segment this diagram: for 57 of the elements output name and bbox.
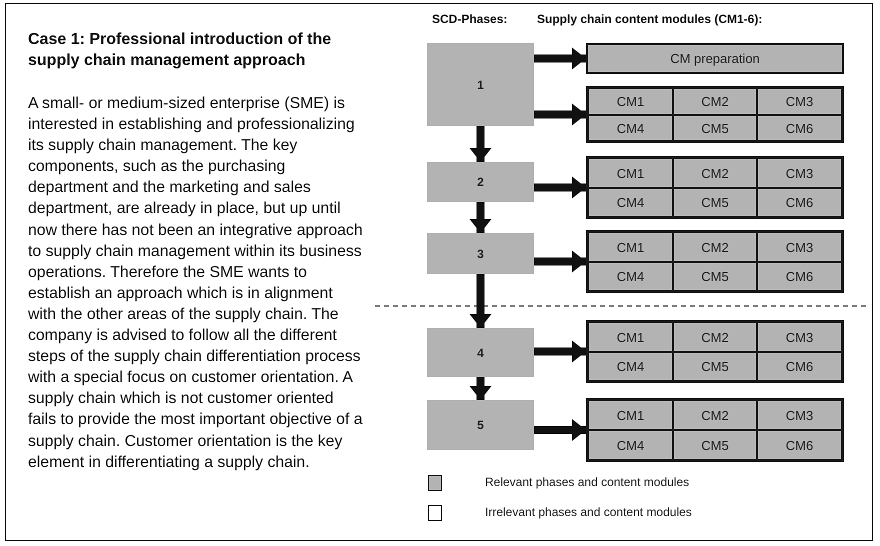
module-cell: CM5	[673, 262, 757, 291]
phase-box: 2	[427, 162, 534, 202]
module-cell: CM4	[588, 115, 673, 141]
phase-box: 3	[427, 233, 534, 274]
module-cell: CM4	[588, 430, 673, 460]
module-grid	[586, 156, 844, 219]
module-cell: CM3	[757, 400, 842, 430]
legend-text: Relevant phases and content modules	[485, 475, 690, 489]
block-arrow	[470, 274, 492, 328]
phase-box: 5	[427, 400, 534, 450]
block-arrow	[470, 126, 492, 162]
module-cell: CM3	[757, 322, 842, 352]
block-arrow	[534, 104, 586, 126]
module-cell: CM1	[588, 232, 673, 262]
module-cell: CM6	[757, 262, 842, 291]
module-box: CM preparation	[586, 43, 844, 74]
module-cell: CM4	[588, 262, 673, 291]
phase-box: 1	[427, 43, 534, 126]
module-cell: CM3	[757, 232, 842, 262]
module-cell: CM6	[757, 115, 842, 141]
module-cell: CM3	[757, 158, 842, 188]
module-cell: CM2	[673, 232, 757, 262]
module-cell: CM4	[588, 352, 673, 381]
block-arrow	[534, 48, 586, 70]
module-cell: CM2	[673, 400, 757, 430]
phase-box: 4	[427, 328, 534, 377]
module-cell: CM2	[673, 322, 757, 352]
module-grid	[586, 320, 844, 383]
module-cell: CM5	[673, 430, 757, 460]
module-cell: CM1	[588, 400, 673, 430]
module-grid	[586, 86, 844, 143]
module-cell: CM3	[757, 88, 842, 115]
block-arrow	[534, 419, 586, 441]
legend-text: Irrelevant phases and content modules	[485, 505, 692, 519]
module-cell: CM6	[757, 430, 842, 460]
module-cell: CM1	[588, 88, 673, 115]
column-heading: Supply chain content modules (CM1-6):	[537, 12, 762, 26]
module-cell: CM5	[673, 352, 757, 381]
module-grid	[586, 398, 844, 462]
block-arrow	[534, 176, 586, 198]
module-cell: CM6	[757, 188, 842, 217]
block-arrow	[534, 250, 586, 272]
heading: Case 1: Professional introduction of the supply chain management approach	[28, 30, 332, 71]
module-cell: CM1	[588, 322, 673, 352]
module-cell: CM1	[588, 158, 673, 188]
module-cell: CM5	[673, 115, 757, 141]
module-cell: CM4	[588, 188, 673, 217]
module-cell: CM5	[673, 188, 757, 217]
block-arrow	[470, 202, 492, 233]
module-grid	[586, 230, 844, 293]
module-cell: CM2	[673, 88, 757, 115]
module-cell: CM2	[673, 158, 757, 188]
column-heading: SCD-Phases:	[432, 12, 508, 26]
body-text: A small- or medium-sized enterprise (SME) is interested in establishing and professionalizing its supply chain management. The key components, such as the purchasing department and the marketing and sales department, are already in place, but up until now there has not been an integrative approach to supply chain management within its business operations. Therefore the SME wants to establish an approach which is in alignment with the other areas of the supply chain. The company is advised to follow all the different steps of the supply chain differentiation process with a special focus on customer orientation. A supply chain which is not customer oriented fails to provide the most important objective of a supply chain. Customer orientation is the key element in differentiating a supply chain.	[28, 94, 363, 473]
module-cell: CM6	[757, 352, 842, 381]
block-arrow	[470, 377, 492, 400]
block-arrow	[534, 340, 586, 362]
